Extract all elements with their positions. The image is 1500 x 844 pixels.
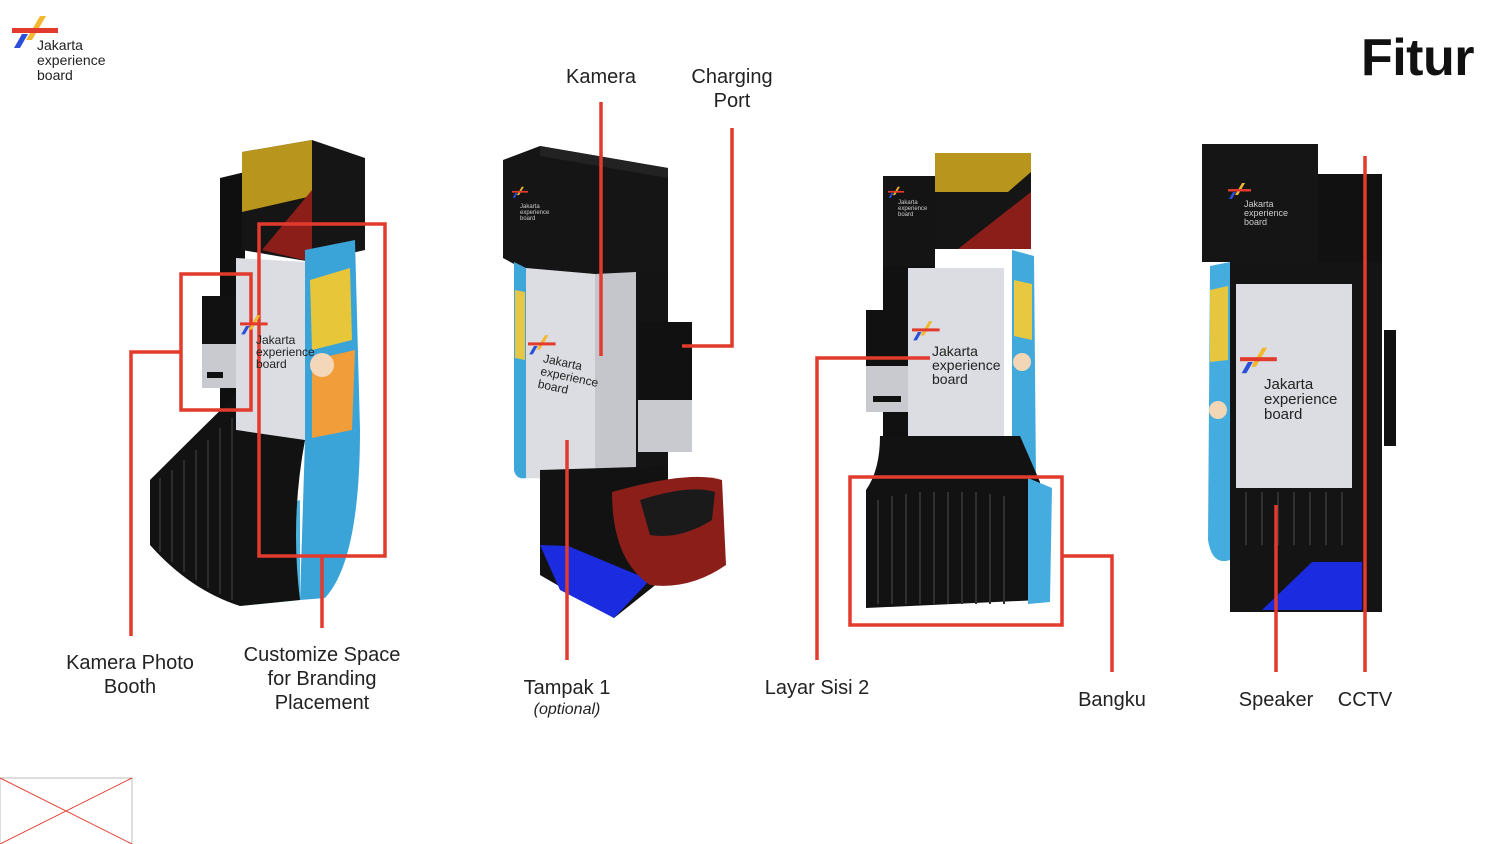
booth-1-brand-text: Jakarta experience board <box>256 333 315 371</box>
logo-mark-icon <box>12 16 58 48</box>
logo-text: Jakarta experience board <box>37 37 106 83</box>
booth-3-brand-text: Jakarta experience board <box>932 343 1001 387</box>
booth-4-brand-text: Jakarta experience board <box>1264 376 1338 423</box>
label-kamera: Kamera <box>565 66 637 88</box>
booth-render-2 <box>503 146 726 618</box>
label-tampak: Tampak 1 <box>523 677 611 699</box>
page-title: Fitur <box>1360 29 1475 87</box>
booth-logo-marks <box>240 183 1277 374</box>
label-bangku: Bangku <box>1078 689 1146 711</box>
booth-3-top-brand-text: Jakarta experience board <box>898 200 928 218</box>
label-customize-space: Customize Space for Branding Placement <box>243 644 401 714</box>
image-placeholder <box>0 777 133 844</box>
jakarta-experience-board-logo: Jakarta experience board <box>12 14 142 86</box>
booth-4-top-brand-text: Jakarta experience board <box>1244 199 1289 227</box>
callout-lines <box>129 102 1367 672</box>
label-charging-port: Charging Port <box>691 66 773 112</box>
booth-render-1 <box>150 140 365 606</box>
label-kamera-photo-booth: Kamera Photo Booth <box>66 652 194 698</box>
booth-2-top-brand-text: Jakarta experience board <box>520 204 550 222</box>
booth-render-3 <box>866 153 1052 608</box>
label-tampak-optional: (optional) <box>533 701 601 718</box>
label-layar-sisi: Layar Sisi 2 <box>764 677 870 699</box>
label-speaker: Speaker <box>1238 689 1314 711</box>
label-cctv: CCTV <box>1337 689 1393 711</box>
